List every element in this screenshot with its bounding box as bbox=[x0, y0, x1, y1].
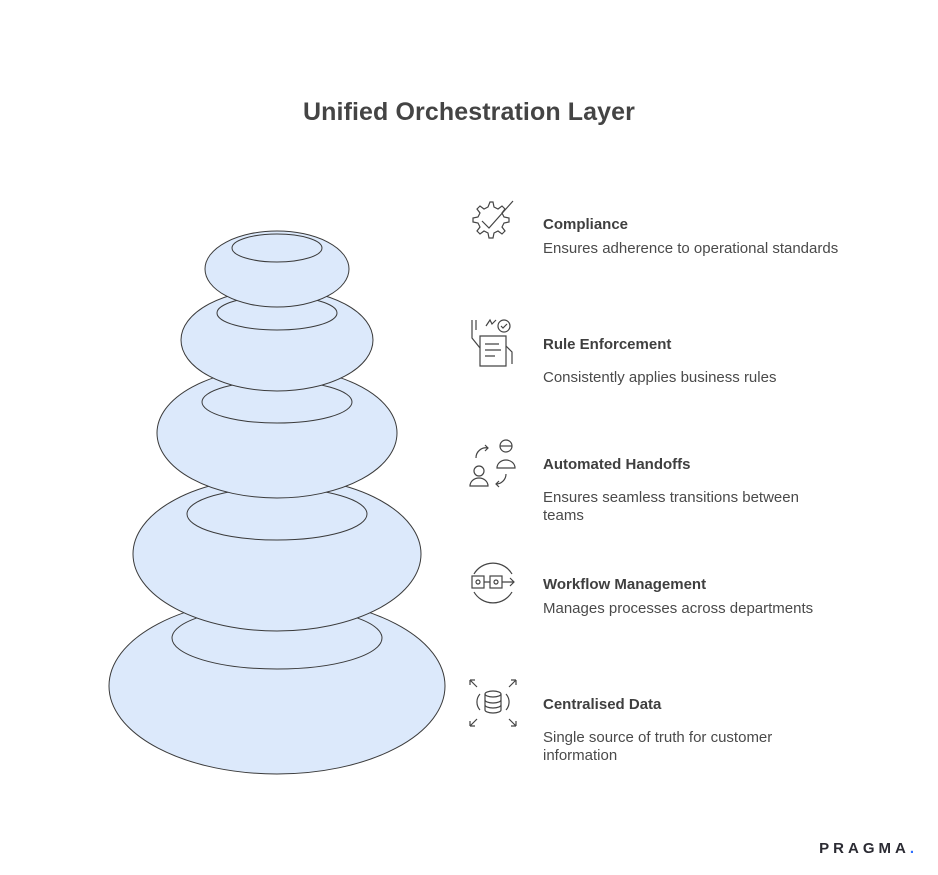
database-expand-icon bbox=[469, 679, 517, 727]
gear-check-icon bbox=[472, 200, 514, 239]
handoff-people-icon bbox=[469, 439, 516, 488]
layer-description: Single source of truth for customer info… bbox=[543, 729, 773, 764]
layer-description: Ensures adherence to operational standar… bbox=[543, 240, 839, 257]
layer-title: Centralised Data bbox=[543, 696, 662, 713]
brand-name: PRAGMA bbox=[819, 840, 910, 857]
layer-description: Manages processes across departments bbox=[543, 600, 814, 617]
layer-title: Automated Handoffs bbox=[543, 456, 691, 473]
workflow-flow-icon bbox=[471, 562, 515, 604]
document-rules-icon bbox=[471, 318, 513, 367]
brand-logo: PRAGMA. bbox=[819, 840, 918, 857]
diagram-title: Unified Orchestration Layer bbox=[303, 98, 635, 126]
layer-description: Consistently applies business rules bbox=[543, 369, 777, 386]
layer-title: Compliance bbox=[543, 216, 629, 233]
layer-title: Rule Enforcement bbox=[543, 336, 672, 353]
layer-description: Ensures seamless transitions between tea… bbox=[543, 489, 799, 524]
brand-dot: . bbox=[909, 840, 918, 857]
stone-compliance-top bbox=[231, 233, 323, 263]
layer-title: Workflow Management bbox=[543, 576, 707, 593]
